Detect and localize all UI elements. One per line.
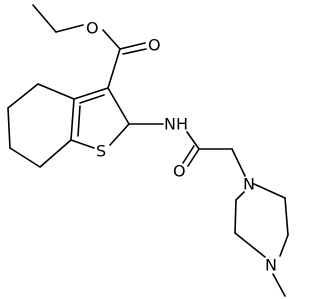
atom-label-layer: O O S NH O N N [86,19,277,275]
bond-c6p-n1 [235,191,245,201]
atom-sulfur: S [96,142,106,161]
atom-piperazine-n4: N [265,256,277,275]
bond-c5-c6 [7,107,11,149]
atom-ester-o2: O [148,36,161,55]
bond-ethyl-ch2-o [55,24,84,33]
atom-ester-o1: O [86,19,99,38]
bond-carbonyl-c3 [107,48,121,89]
bond-ethyl-ch3-ch2 [32,4,57,33]
bond-nh-amide-c [186,131,200,150]
bond-o-carbonyl [102,29,121,50]
bond-amide-c-o-1 [187,148,200,167]
bond-amide-c-o-2 [182,145,195,164]
bond-c3-c2 [107,87,130,125]
bond-n1-c2p [253,183,286,199]
bond-carbonyl-o-double-2 [122,48,147,55]
bond-c3a-c4 [37,83,75,100]
bond-c6-c7 [9,147,41,168]
bond-n4-methyl [272,273,286,297]
bond-c5p-c6p [234,199,237,234]
bond-c3a-c7a [70,98,75,141]
bond-layer [7,4,289,297]
bond-c2p-c3p [284,197,289,236]
bond-carbonyl-o-double-1 [119,42,146,50]
bond-n4-c5p [234,232,266,258]
atom-piperazine-n1: N [243,175,255,194]
bond-c3a-c7a-double [77,105,81,137]
atom-amide-o: O [173,162,186,181]
bond-c3-c3a-double [79,94,105,104]
bond-s-c7a [70,139,95,149]
atom-amide-nh: NH [164,115,188,134]
bond-c4-c5 [7,83,39,109]
bond-c3p-n4 [279,234,289,257]
bond-ch2-n1 [231,148,246,177]
bond-c7-c7a [39,139,72,168]
bond-c2-s [109,123,130,146]
bond-c3-c3a [73,87,109,100]
